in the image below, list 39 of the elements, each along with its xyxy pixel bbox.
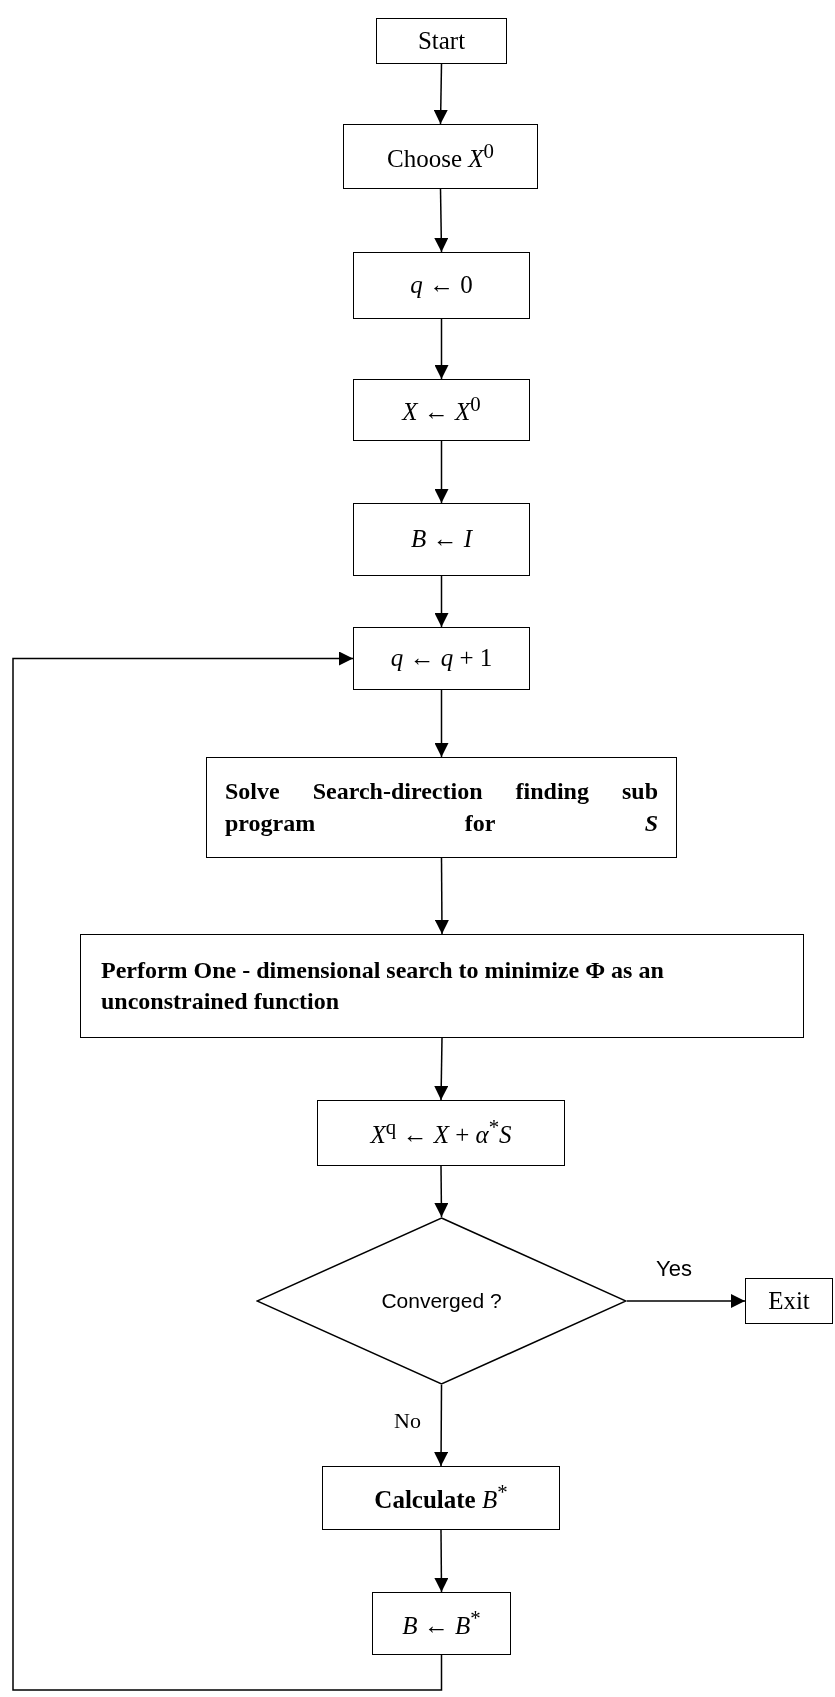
process-box [372,1592,511,1655]
arrow [434,188,449,253]
node-text: B ← B$^{*}$ [402,1604,481,1641]
arrow [434,318,449,380]
process-box [343,124,538,189]
node-text: B ← I [410,524,473,555]
node-text: X ← X$^{0}$ [402,391,481,428]
arrow [434,1384,449,1467]
process-box [80,934,804,1038]
process-box [317,1100,565,1166]
process-box [206,757,677,858]
node-text: q ← 0 [410,270,473,301]
node-text: X$^{q}$ ← X + α$^{*}$S [370,1114,512,1151]
node-text: Solve Search-direction finding sub program for S [225,777,658,838]
arrow [434,575,449,628]
node-text: Start [417,25,466,56]
process-box [353,627,530,690]
arrow [12,651,443,1691]
arrow [433,63,448,125]
node-text: Choose X$^{0}$ [387,137,494,174]
node-text: q ← q + 1 [390,643,493,674]
node-text: Converged ? [381,1288,502,1315]
arrow [626,1294,746,1308]
process-box [353,503,530,576]
terminal-box [376,18,507,64]
terminal-box [745,1278,833,1324]
decision-diamond [256,1217,627,1385]
node-text: Exit [768,1285,810,1316]
process-box [322,1466,560,1530]
arrow [434,689,449,758]
arrow [434,1037,449,1101]
process-box [353,252,530,319]
arrow [434,1165,449,1218]
arrow [434,857,449,935]
arrow [434,1529,449,1593]
process-box [353,379,530,441]
node-text: Calculate B$^{*}$ [374,1479,508,1516]
arrow [434,440,449,504]
node-text: Perform One - dimensional search to minimize Φ as an unconstrained function [101,955,665,1016]
